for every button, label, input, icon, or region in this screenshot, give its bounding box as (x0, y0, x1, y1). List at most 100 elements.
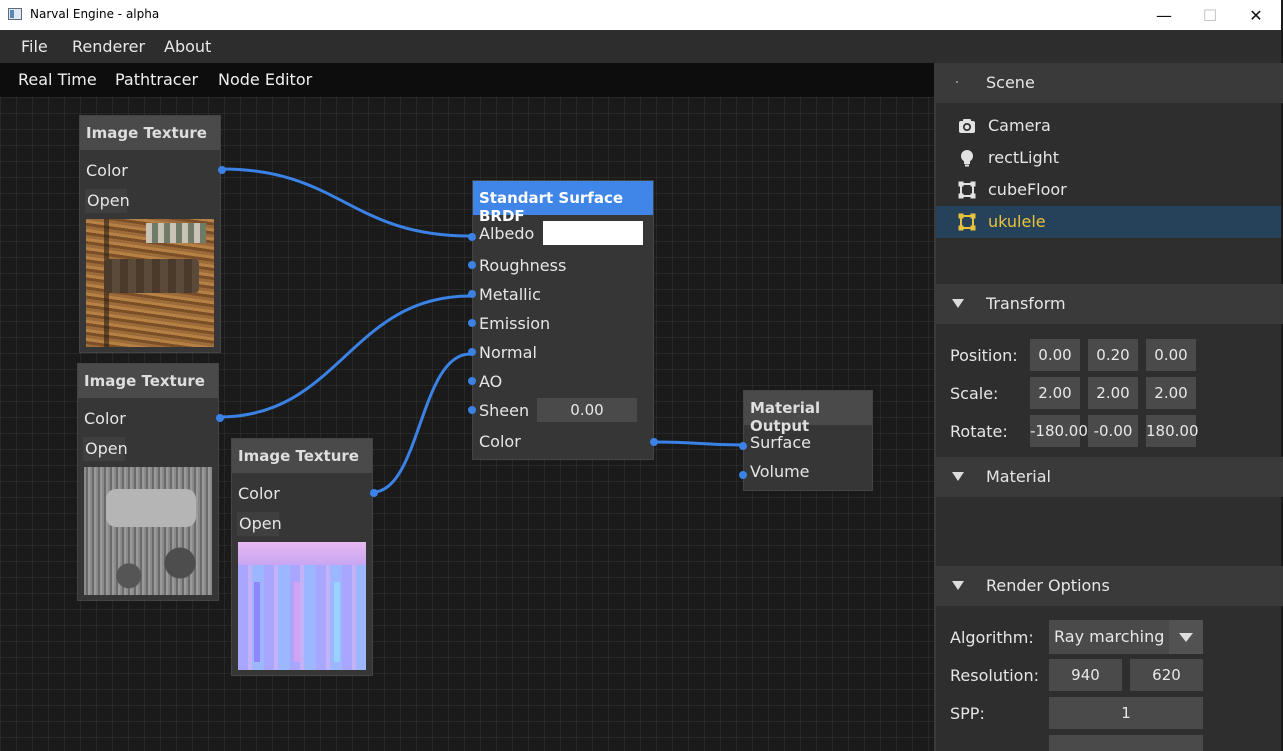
scene-item-camera[interactable]: Camera (936, 110, 1281, 142)
scene-item-ukulele[interactable]: ukulele (936, 206, 1281, 238)
maximize-button[interactable]: ☐ (1202, 5, 1218, 25)
wire-brdf-surface (653, 440, 743, 447)
input-pin-surface[interactable] (739, 442, 747, 450)
open-texture-button[interactable]: Open (237, 512, 282, 536)
render-tabs: Real Time Pathtracer Node Editor (0, 63, 934, 97)
scale-x-field[interactable]: 2.00 (1030, 377, 1080, 409)
spp-label: SPP: (950, 704, 985, 723)
texture-thumbnail (84, 467, 212, 595)
window-title: Narval Engine - alpha (30, 7, 160, 21)
input-pin-metallic[interactable] (468, 290, 476, 298)
wire-tex2-metallic (218, 294, 471, 419)
node-title[interactable]: Image Texture (232, 439, 372, 473)
input-normal-label: Normal (479, 343, 537, 362)
output-pin-color[interactable] (370, 489, 378, 497)
input-pin-volume[interactable] (739, 471, 747, 479)
position-z-field[interactable]: 0.00 (1146, 339, 1196, 371)
tab-node-editor[interactable]: Node Editor (218, 70, 313, 89)
section-title: Scene (986, 73, 1035, 92)
camera-icon (959, 119, 975, 133)
output-color-label: Color (84, 409, 126, 428)
node-title[interactable]: Material Output (744, 391, 872, 435)
spp-field[interactable]: 1 (1049, 697, 1203, 729)
node-standard-surface-brdf[interactable]: Standart Surface BRDF Albedo Roughness M… (468, 180, 658, 460)
input-pin-sheen[interactable] (468, 406, 476, 414)
material-section-header[interactable]: Material (936, 457, 1283, 497)
tab-real-time[interactable]: Real Time (18, 70, 97, 89)
caret-down-icon (952, 581, 964, 590)
render-options-section-header[interactable]: Render Options (936, 566, 1283, 606)
node-title[interactable]: Image Texture (78, 364, 218, 398)
section-title: Render Options (986, 576, 1110, 595)
menu-bar: File Renderer About (0, 30, 1281, 63)
scene-item-label: rectLight (988, 148, 1060, 167)
node-title[interactable]: Standart Surface BRDF (473, 181, 653, 225)
input-pin-albedo[interactable] (468, 233, 476, 241)
viewport: Real Time Pathtracer Node Editor Image T… (0, 63, 934, 751)
input-pin-ao[interactable] (468, 377, 476, 385)
output-color-label: Color (238, 484, 280, 503)
open-texture-button[interactable]: Open (83, 437, 128, 461)
position-x-field[interactable]: 0.00 (1030, 339, 1080, 371)
title-bar: Narval Engine - alpha — ☐ ✕ (0, 0, 1281, 30)
minimize-button[interactable]: — (1156, 5, 1172, 25)
output-pin-color[interactable] (650, 438, 658, 446)
input-metallic-label: Metallic (479, 285, 541, 304)
section-title: Transform (986, 294, 1066, 313)
open-texture-button[interactable]: Open (85, 189, 130, 213)
output-pin-color[interactable] (216, 414, 224, 422)
output-color-label: Color (479, 432, 521, 451)
algorithm-select[interactable]: Ray marching (1049, 620, 1203, 654)
node-image-texture-3[interactable]: Image Texture Color Open (231, 438, 378, 676)
position-y-field[interactable]: 0.20 (1088, 339, 1138, 371)
texture-thumbnail (238, 542, 366, 670)
node-editor-canvas[interactable]: Image Texture Color Open Image Texture C… (0, 97, 934, 751)
texture-thumbnail (86, 219, 214, 347)
scale-label: Scale: (950, 384, 999, 403)
albedo-color-swatch[interactable] (543, 221, 643, 245)
collapsed-dot-icon (956, 81, 958, 83)
scale-y-field[interactable]: 2.00 (1088, 377, 1138, 409)
resolution-width-field[interactable]: 940 (1049, 659, 1122, 691)
input-pin-normal[interactable] (468, 348, 476, 356)
input-volume-label: Volume (750, 462, 810, 481)
cube-icon (958, 213, 976, 231)
tab-pathtracer[interactable]: Pathtracer (115, 70, 199, 89)
input-emission-label: Emission (479, 314, 551, 333)
node-image-texture-2[interactable]: Image Texture Color Open (77, 363, 224, 601)
next-option-field-partial[interactable] (1049, 735, 1203, 751)
rotate-label: Rotate: (950, 422, 1008, 441)
input-pin-roughness[interactable] (468, 261, 476, 269)
menu-file[interactable]: File (21, 37, 48, 56)
cube-icon (958, 181, 976, 199)
rotate-z-field[interactable]: 180.00 (1146, 415, 1199, 447)
output-color-label: Color (86, 161, 128, 180)
sheen-value-field[interactable]: 0.00 (537, 398, 637, 422)
dropdown-button[interactable] (1169, 620, 1203, 654)
wire-tex1-albedo (221, 167, 471, 238)
transform-section-header[interactable]: Transform (936, 284, 1283, 324)
scene-section-header[interactable]: Scene (936, 63, 1283, 103)
caret-down-icon (952, 472, 964, 481)
close-button[interactable]: ✕ (1249, 5, 1263, 25)
position-label: Position: (950, 346, 1018, 365)
node-image-texture-1[interactable]: Image Texture Color Open (79, 115, 226, 353)
node-material-output[interactable]: Material Output Surface Volume (739, 390, 873, 491)
input-pin-emission[interactable] (468, 319, 476, 327)
node-title[interactable]: Image Texture (80, 116, 220, 150)
output-pin-color[interactable] (218, 166, 226, 174)
chevron-down-icon (1179, 633, 1193, 642)
rotate-x-field[interactable]: -180.00 (1030, 415, 1088, 447)
scene-item-label: cubeFloor (988, 180, 1067, 199)
input-roughness-label: Roughness (479, 256, 567, 275)
input-albedo-label: Albedo (479, 224, 535, 243)
rotate-y-field[interactable]: -0.00 (1088, 415, 1138, 447)
wire-tex3-normal (372, 352, 471, 494)
scene-item-rectlight[interactable]: rectLight (936, 142, 1281, 174)
scene-item-cubefloor[interactable]: cubeFloor (936, 174, 1281, 206)
menu-about[interactable]: About (164, 37, 212, 56)
resolution-height-field[interactable]: 620 (1130, 659, 1203, 691)
scale-z-field[interactable]: 2.00 (1146, 377, 1196, 409)
menu-renderer[interactable]: Renderer (72, 37, 146, 56)
